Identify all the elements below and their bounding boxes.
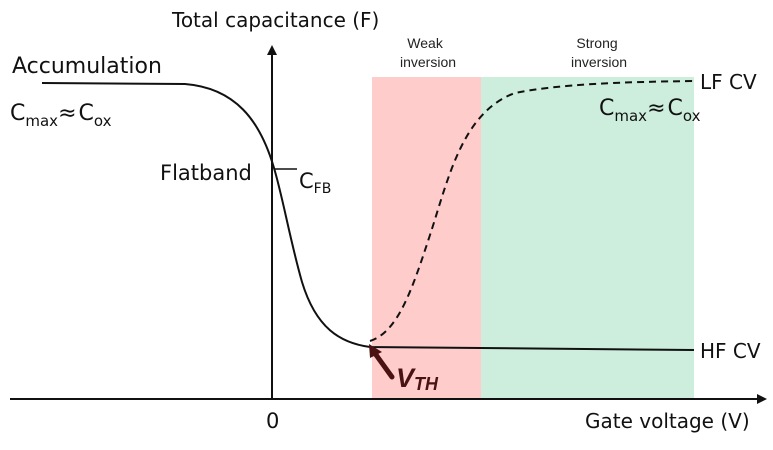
x-axis-title: Gate voltage (V) — [585, 409, 750, 433]
vth-label: VTH — [396, 363, 439, 394]
strong-inversion-label: Strong inversion — [571, 35, 627, 70]
origin-label: 0 — [266, 409, 279, 433]
strong-inversion-region — [481, 77, 694, 399]
weak-inversion-region — [372, 77, 481, 399]
hf-cv-curve — [41, 82, 695, 351]
vth-arrow — [371, 349, 395, 380]
flatband-label: Flatband — [160, 161, 252, 185]
lf-cv-label: LF CV — [700, 70, 757, 94]
cfb-label: CFB — [299, 169, 331, 197]
cmax-left-label: Cmax≈Cox — [10, 101, 112, 130]
accumulation-label: Accumulation — [12, 54, 162, 79]
cmax-right-label: Cmax≈Cox — [599, 96, 701, 125]
y-axis-title: Total capacitance (F) — [171, 8, 379, 32]
weak-inversion-label: Weak inversion — [400, 35, 456, 70]
vth-arrow-head — [369, 344, 382, 358]
hf-cv-label: HF CV — [700, 339, 761, 363]
